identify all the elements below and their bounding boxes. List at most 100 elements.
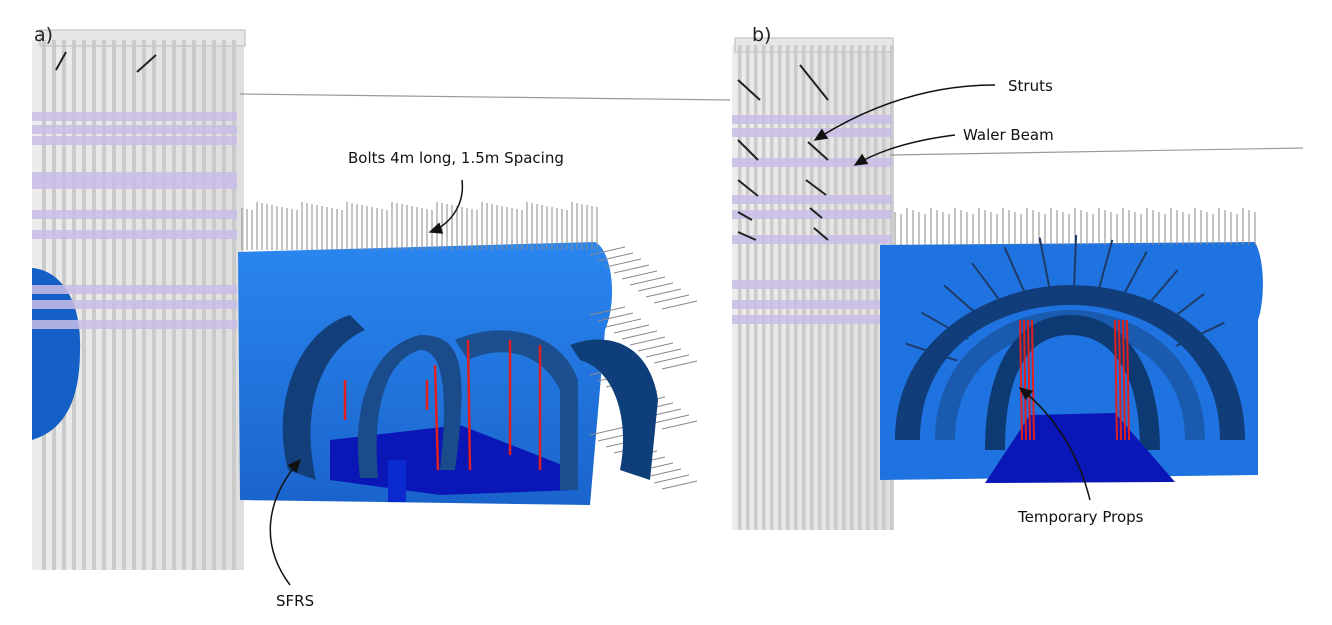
bolt-a: [637, 282, 674, 292]
waler-beam-b: [732, 300, 892, 309]
prop-b: [1031, 319, 1035, 441]
sfrs-callout: SFRS: [276, 592, 315, 610]
panel-label-b: b): [752, 24, 772, 46]
waler-beam-a: [32, 172, 237, 181]
bolt-a: [653, 354, 690, 364]
leader-waler: [853, 134, 956, 166]
sfrs-arch-a-3: [455, 330, 578, 490]
struts-b: [737, 64, 829, 241]
bolt-a: [589, 246, 626, 256]
strut-b: [737, 211, 753, 221]
waler-beam-a: [32, 136, 237, 145]
arch-b-mid: [935, 310, 1205, 440]
bolt-a: [661, 360, 698, 370]
panel-b: [732, 37, 1304, 530]
bolt-a: [589, 426, 626, 436]
waler-beam-b: [732, 315, 892, 324]
waler-beam-a: [32, 320, 237, 329]
waler-beam-b: [732, 158, 892, 167]
props-callout: Temporary Props: [1018, 508, 1144, 526]
waler-beam-a: [32, 230, 237, 239]
tunnel-lining-a: [238, 242, 613, 505]
prop-b: [1027, 319, 1031, 441]
bolt-a: [589, 306, 626, 316]
bolt-a: [629, 336, 666, 346]
prop-a: [433, 364, 440, 471]
strut-b: [737, 79, 761, 101]
waler-beam-b: [732, 280, 892, 289]
sfrs-arch-a-4: [570, 339, 658, 480]
floor-pier-a: [388, 460, 406, 502]
waler-beam-a: [32, 125, 237, 134]
struts-callout: Struts: [1008, 77, 1053, 95]
strut-b: [799, 64, 829, 101]
bolt-a: [605, 258, 642, 268]
bolt-b: [1038, 237, 1051, 287]
bolt-a: [621, 330, 658, 340]
bolt-a: [597, 312, 634, 322]
waler-beam-a: [32, 300, 237, 309]
bolt-b: [1073, 235, 1078, 286]
bolt-a: [645, 468, 682, 478]
bolt-a: [637, 342, 674, 352]
ground-line-b: [889, 147, 1304, 156]
prop-b: [1023, 319, 1027, 441]
prop-b: [1114, 319, 1118, 441]
waler-beam-b: [732, 128, 892, 137]
panel-label-a: a): [34, 24, 54, 46]
waler-beam-b: [732, 210, 892, 219]
bolt-a: [653, 294, 690, 304]
sfrs-arch-a-1: [282, 315, 365, 480]
strut-b: [807, 141, 829, 161]
strut-b: [737, 179, 759, 197]
strut-b: [809, 207, 823, 219]
bolt-a: [645, 288, 682, 298]
bolt-a: [661, 300, 698, 310]
waler-beam-b: [732, 115, 892, 124]
waler-beam-a: [32, 112, 237, 121]
waler-beam-a: [32, 180, 237, 189]
strut-b: [805, 179, 827, 196]
bolt-a: [653, 474, 690, 484]
leader-bolts: [428, 179, 464, 234]
leader-props: [1018, 387, 1091, 501]
bolt-a: [661, 480, 698, 490]
bolt-a: [597, 252, 634, 262]
prop-b: [1118, 319, 1122, 441]
waler-beam-a: [32, 285, 237, 294]
arch-b-outer: [895, 285, 1245, 440]
prop-a: [466, 339, 472, 471]
strut-b: [813, 227, 829, 241]
leader-struts: [813, 84, 996, 141]
strut-b: [737, 139, 759, 161]
prop-b: [1122, 319, 1126, 441]
prop-b: [1126, 319, 1130, 441]
waler-beams-a: [32, 112, 237, 329]
waler-beam-b: [732, 195, 892, 204]
bolt-b: [1098, 239, 1114, 289]
strut-b: [737, 231, 757, 241]
sfrs-arch-a-2: [357, 335, 462, 478]
bolt-a: [661, 420, 698, 430]
ground-line: [239, 93, 731, 101]
leader-sfrs: [269, 458, 301, 586]
bolt-a: [613, 264, 650, 274]
prop-b: [1019, 319, 1023, 441]
bolt-a: [621, 270, 658, 280]
bolt-a: [613, 324, 650, 334]
bolts-callout: Bolts 4m long, 1.5m Spacing: [348, 149, 564, 167]
waler-beam-b: [732, 235, 892, 244]
strut-a-1: [55, 51, 67, 71]
bolt-a: [629, 276, 666, 286]
tunnel-lining-b: [880, 242, 1263, 480]
waler-callout: Waler Beam: [963, 126, 1054, 144]
adjacent-tunnel-a: [32, 268, 81, 440]
bolt-a: [653, 414, 690, 424]
bolt-b: [1121, 251, 1148, 298]
temporary-props-b: [1019, 319, 1130, 441]
bolt-b: [971, 262, 1004, 306]
bolt-a: [605, 318, 642, 328]
strut-a-2: [136, 54, 157, 73]
temporary-props-a: [343, 339, 542, 471]
